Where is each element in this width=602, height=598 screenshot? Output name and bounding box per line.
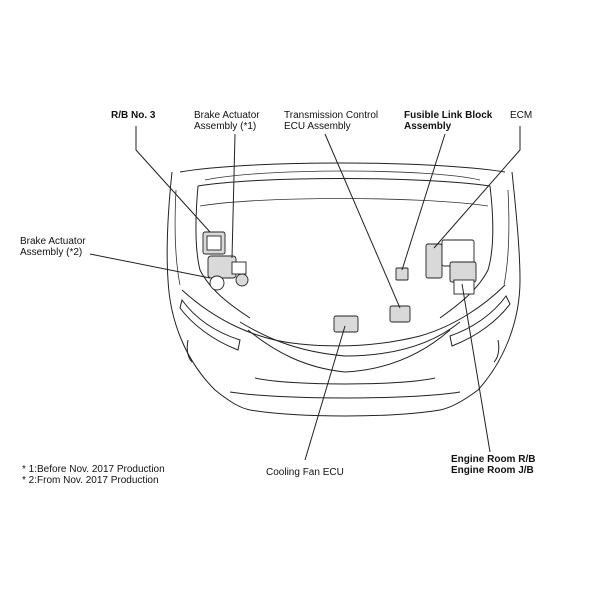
label-fusible-link-block: Fusible Link Block Assembly	[404, 110, 492, 132]
fusible-link-component	[395, 267, 409, 281]
label-rb-no3: R/B No. 3	[111, 110, 155, 121]
label-ecm-text: ECM	[510, 110, 533, 121]
label-engine-room-rb: Engine Room R/B	[451, 454, 536, 465]
leader-lines	[89, 126, 521, 461]
ecm-component	[425, 239, 475, 279]
production-notes: * 1:Before Nov. 2017 Production * 2:From…	[22, 464, 165, 486]
cooling-fan-ecu-component	[333, 315, 359, 333]
label-fusible-link-line2: Assembly	[404, 121, 452, 132]
label-engine-room-jb: Engine Room J/B	[451, 465, 534, 476]
label-ecm: ECM	[510, 110, 532, 121]
label-cooling-fan-text: Cooling Fan ECU	[266, 467, 344, 478]
label-brake-actuator-1-line1: Brake Actuator	[194, 110, 260, 121]
label-cooling-fan-ecu: Cooling Fan ECU	[266, 467, 344, 478]
rb-no3-component	[202, 231, 226, 255]
label-brake-actuator-2: Brake Actuator Assembly (*2)	[20, 236, 86, 258]
label-transmission-ecu-line2: ECU Assembly	[284, 121, 351, 132]
car-body-outline	[166, 162, 521, 417]
label-rb-no3-text: R/B No. 3	[111, 110, 156, 121]
label-transmission-ecu-line1: Transmission Control	[284, 110, 379, 121]
label-brake-actuator-1-line2: Assembly (*1)	[194, 121, 257, 132]
label-brake-actuator-2-line1: Brake Actuator	[20, 236, 86, 247]
transmission-ecu-component	[389, 305, 411, 323]
brake-actuator-component	[207, 255, 249, 291]
note-from-nov-2017: * 2:From Nov. 2017 Production	[22, 475, 159, 486]
label-brake-actuator-2-line2: Assembly (*2)	[20, 247, 83, 258]
label-transmission-ecu: Transmission Control ECU Assembly	[284, 110, 378, 132]
label-brake-actuator-1: Brake Actuator Assembly (*1)	[194, 110, 260, 132]
label-fusible-link-line1: Fusible Link Block	[404, 110, 493, 121]
label-engine-room: Engine Room R/B Engine Room J/B	[451, 454, 535, 476]
note-before-nov-2017: * 1:Before Nov. 2017 Production	[22, 464, 165, 475]
